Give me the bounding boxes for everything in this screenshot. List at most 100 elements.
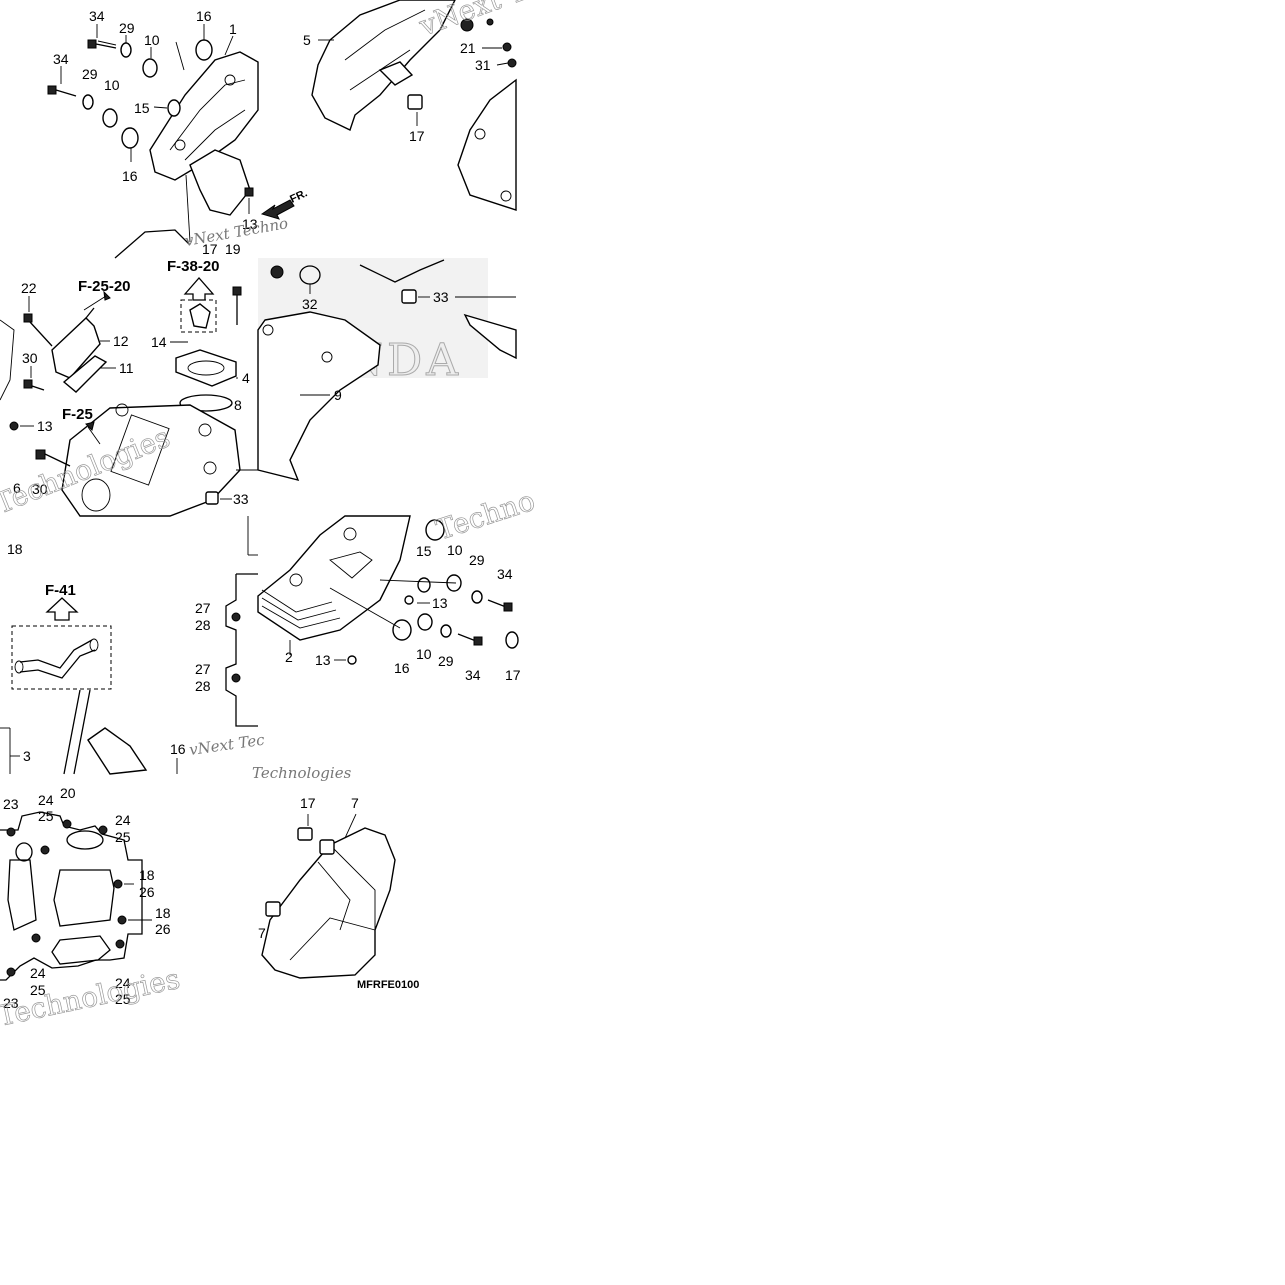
callout: 26	[139, 884, 155, 900]
callout: 33	[233, 491, 249, 507]
callout: 29	[119, 20, 135, 36]
callout: 25	[115, 829, 131, 845]
callout: 17	[505, 667, 521, 683]
side-cover-9	[257, 311, 381, 482]
ref-f38-20: F-38-20	[167, 258, 220, 275]
tile-water-outlet	[0, 277, 258, 517]
callout: 5	[303, 32, 311, 48]
tile-side-cover: HONDA	[257, 258, 517, 482]
ref-f25: F-25	[62, 406, 93, 423]
grommet-10	[142, 58, 158, 78]
ref-f41: F-41	[45, 582, 76, 599]
washer-29	[82, 94, 94, 110]
nut-13	[9, 421, 19, 431]
nut-13	[244, 187, 254, 197]
washer-29	[440, 624, 452, 638]
callout: 13	[37, 418, 53, 434]
dashed-box	[11, 625, 112, 690]
clip-17	[407, 94, 423, 110]
tile-water-pipe	[0, 516, 258, 775]
grommet-21	[460, 18, 474, 32]
washer-29	[120, 42, 132, 58]
callout: 17	[409, 128, 425, 144]
cover-tab	[378, 61, 414, 86]
bracket-inner	[169, 79, 246, 161]
dashed-box	[180, 299, 217, 333]
bolt-31	[502, 42, 512, 52]
nut-13	[404, 595, 414, 605]
up-arrow-icon	[183, 277, 215, 301]
up-arrow-icon	[45, 597, 79, 621]
cover-edge	[114, 229, 191, 259]
callout: 23	[3, 995, 19, 1011]
hose-part	[87, 727, 148, 775]
callout: 34	[89, 8, 105, 24]
callout: 14	[151, 334, 167, 350]
callout: 24	[115, 975, 131, 991]
watermark: vNext Tec	[188, 730, 266, 758]
tile-top-cover	[311, 0, 517, 211]
nut-33	[205, 491, 219, 505]
callout: 22	[21, 280, 37, 296]
callout: 18	[7, 541, 23, 557]
callout: 4	[242, 370, 250, 386]
callout: 25	[115, 991, 131, 1007]
callout: 28	[195, 678, 211, 694]
callout: 16	[122, 168, 138, 184]
callout: 28	[195, 617, 211, 633]
callout: 6	[13, 480, 21, 496]
callout: 34	[497, 566, 513, 582]
callout: 23	[3, 796, 19, 812]
callout: 19	[225, 241, 241, 257]
callout-numbers: 34 29 16 1 10 34 29 10 15 16 13 17 19 5 …	[3, 8, 521, 1011]
bracket-hole	[174, 139, 186, 151]
callout: 15	[134, 100, 150, 116]
callout: 8	[234, 397, 242, 413]
callout: 29	[438, 653, 454, 669]
callout: 2	[285, 649, 293, 665]
tile-head-cover-mount	[47, 24, 295, 259]
clip-17	[297, 827, 313, 841]
ref-f25-20: F-25-20	[78, 278, 131, 295]
callout: 32	[302, 296, 318, 312]
callout: 24	[38, 792, 54, 808]
gasket-8	[179, 394, 233, 412]
callout: 34	[465, 667, 481, 683]
callout: 12	[113, 333, 129, 349]
callout: 7	[258, 925, 266, 941]
bolt-34-upper	[87, 39, 117, 49]
cover-7	[261, 827, 396, 979]
collar-15	[167, 99, 181, 117]
callout: 24	[30, 965, 46, 981]
callout: 18	[139, 867, 155, 883]
callout: 24	[115, 812, 131, 828]
bracket-lower	[189, 149, 251, 216]
callout: 10	[416, 646, 432, 662]
callout: 29	[82, 66, 98, 82]
callout: 3	[23, 748, 31, 764]
watermark: Techno	[432, 484, 539, 547]
collar-15	[417, 577, 431, 593]
cover-bracket	[149, 51, 259, 181]
callout: 13	[242, 216, 258, 232]
callout: 20	[60, 785, 76, 801]
top-cover-5	[311, 0, 456, 131]
fr-arrow-icon	[260, 199, 295, 220]
callout: 25	[30, 982, 46, 998]
callout: 26	[155, 921, 171, 937]
bolt-34-lower	[47, 85, 77, 97]
callout: 16	[196, 8, 212, 24]
nut-13	[347, 655, 357, 665]
callout: 34	[53, 51, 69, 67]
callout: 27	[195, 600, 211, 616]
callout: 11	[119, 360, 134, 376]
callout: 17	[300, 795, 316, 811]
head-cover-2	[257, 515, 411, 641]
tile-gasket-plate	[0, 811, 152, 981]
callout: 31	[475, 57, 491, 73]
water-pipe	[19, 639, 93, 669]
callout: 30	[32, 481, 48, 497]
callout: 27	[195, 661, 211, 677]
callout: 13	[432, 595, 448, 611]
